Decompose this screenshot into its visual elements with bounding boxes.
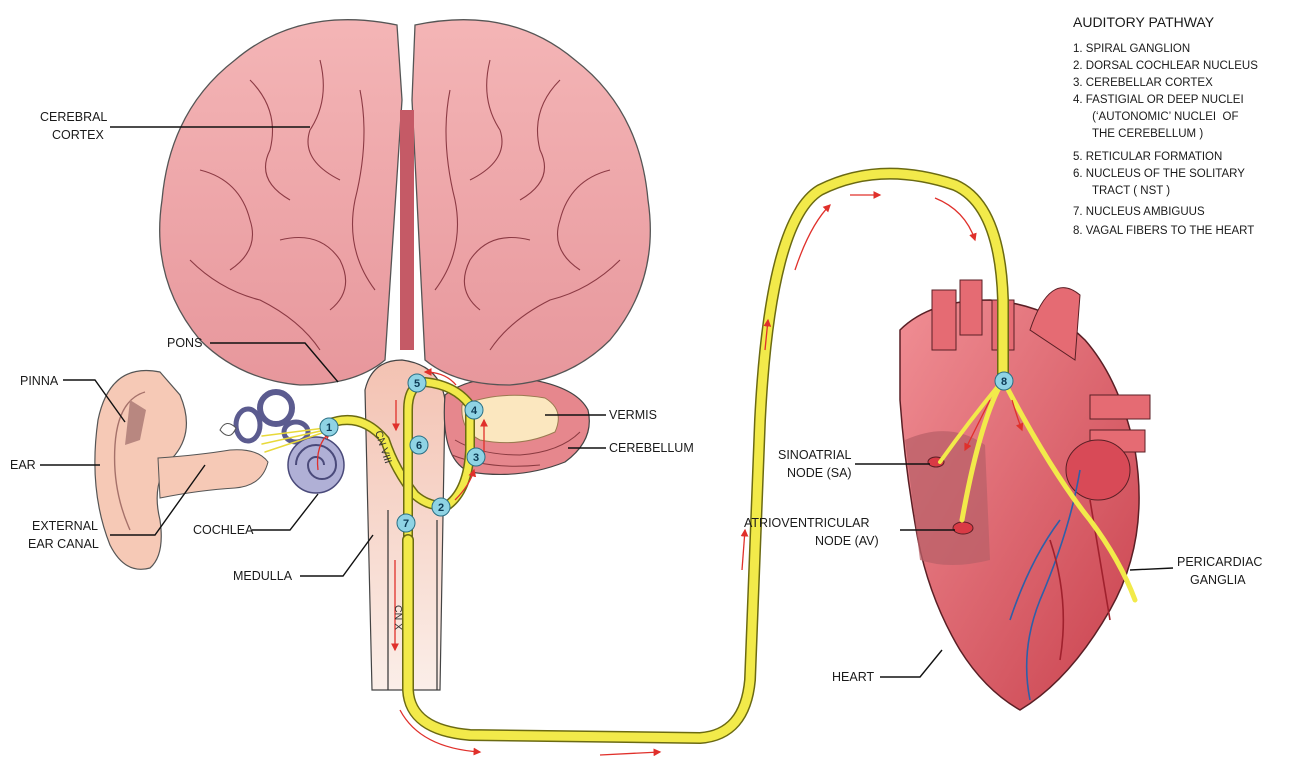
ear-canal [158,450,268,498]
pericardiac-ganglia-label: PERICARDIAC [1177,555,1262,569]
external-ear-canal-label: EXTERNAL [32,519,98,533]
medulla-label: MEDULLA [233,569,293,583]
right-hemisphere [412,20,650,385]
ear [95,371,268,570]
sinoatrial-node-label: SINOATRIAL [778,448,851,462]
pericardiac-ganglia-label-2: GANGLIA [1190,573,1246,587]
legend-item: 2. DORSAL COCHLEAR NUCLEUS [1073,60,1258,72]
legend-item: 1. SPIRAL GANGLION [1073,43,1190,55]
legend-item: TRACT ( NST ) [1073,185,1170,197]
legend-item: 5. RETICULAR FORMATION [1073,151,1222,163]
svg-text:7: 7 [403,518,409,530]
marker-3: 3 [467,448,485,466]
external-ear-canal-label-2: EAR CANAL [28,537,99,551]
svg-text:1: 1 [326,422,332,434]
ear-label: EAR [10,458,36,472]
cerebral-cortex-label: CEREBRAL [40,110,107,124]
svg-text:2: 2 [438,502,444,514]
marker-2: 2 [432,498,450,516]
legend-item: 4. FASTIGIAL OR DEEP NUCLEI [1073,94,1244,106]
cn-x-label: CN X [392,605,404,630]
marker-5: 5 [408,374,426,392]
marker-1: 1 [320,418,338,436]
svg-text:6: 6 [416,440,422,452]
left-hemisphere [160,20,402,385]
legend-item: 6. NUCLEUS OF THE SOLITARY [1073,168,1245,180]
cochlea-label: COCHLEA [193,523,254,537]
vermis-label: VERMIS [609,408,657,422]
cerebral-cortex-label-2: CORTEX [52,128,105,142]
pinna-label: PINNA [20,374,59,388]
svg-text:8: 8 [1001,376,1007,388]
legend-item: 8. VAGAL FIBERS TO THE HEART [1073,225,1254,237]
heart [900,280,1150,710]
atrioventricular-node-label: ATRIOVENTRICULAR [744,516,869,530]
legend-item: 7. NUCLEUS AMBIGUUS [1073,206,1205,218]
svg-text:3: 3 [473,452,479,464]
legend-item: (‘AUTONOMIC’ NUCLEI OF [1073,111,1238,123]
legend-item: THE CEREBELLUM ) [1073,128,1203,140]
marker-4: 4 [465,401,483,419]
heart-label: HEART [832,670,875,684]
brain [160,20,651,385]
legend-item: 3. CEREBELLAR CORTEX [1073,77,1213,89]
marker-7: 7 [397,514,415,532]
legend: AUDITORY PATHWAY 1. SPIRAL GANGLION 2. D… [1073,14,1258,237]
marker-8: 8 [995,372,1013,390]
svg-text:5: 5 [414,378,420,390]
svg-text:4: 4 [471,405,478,417]
cerebellum-label: CEREBELLUM [609,441,694,455]
sinoatrial-node-label-2: NODE (SA) [787,466,852,480]
marker-6: 6 [410,436,428,454]
atrioventricular-node [953,522,973,534]
atrioventricular-node-label-2: NODE (AV) [815,534,879,548]
pons-label: PONS [167,336,202,350]
legend-title: AUDITORY PATHWAY [1073,14,1215,30]
